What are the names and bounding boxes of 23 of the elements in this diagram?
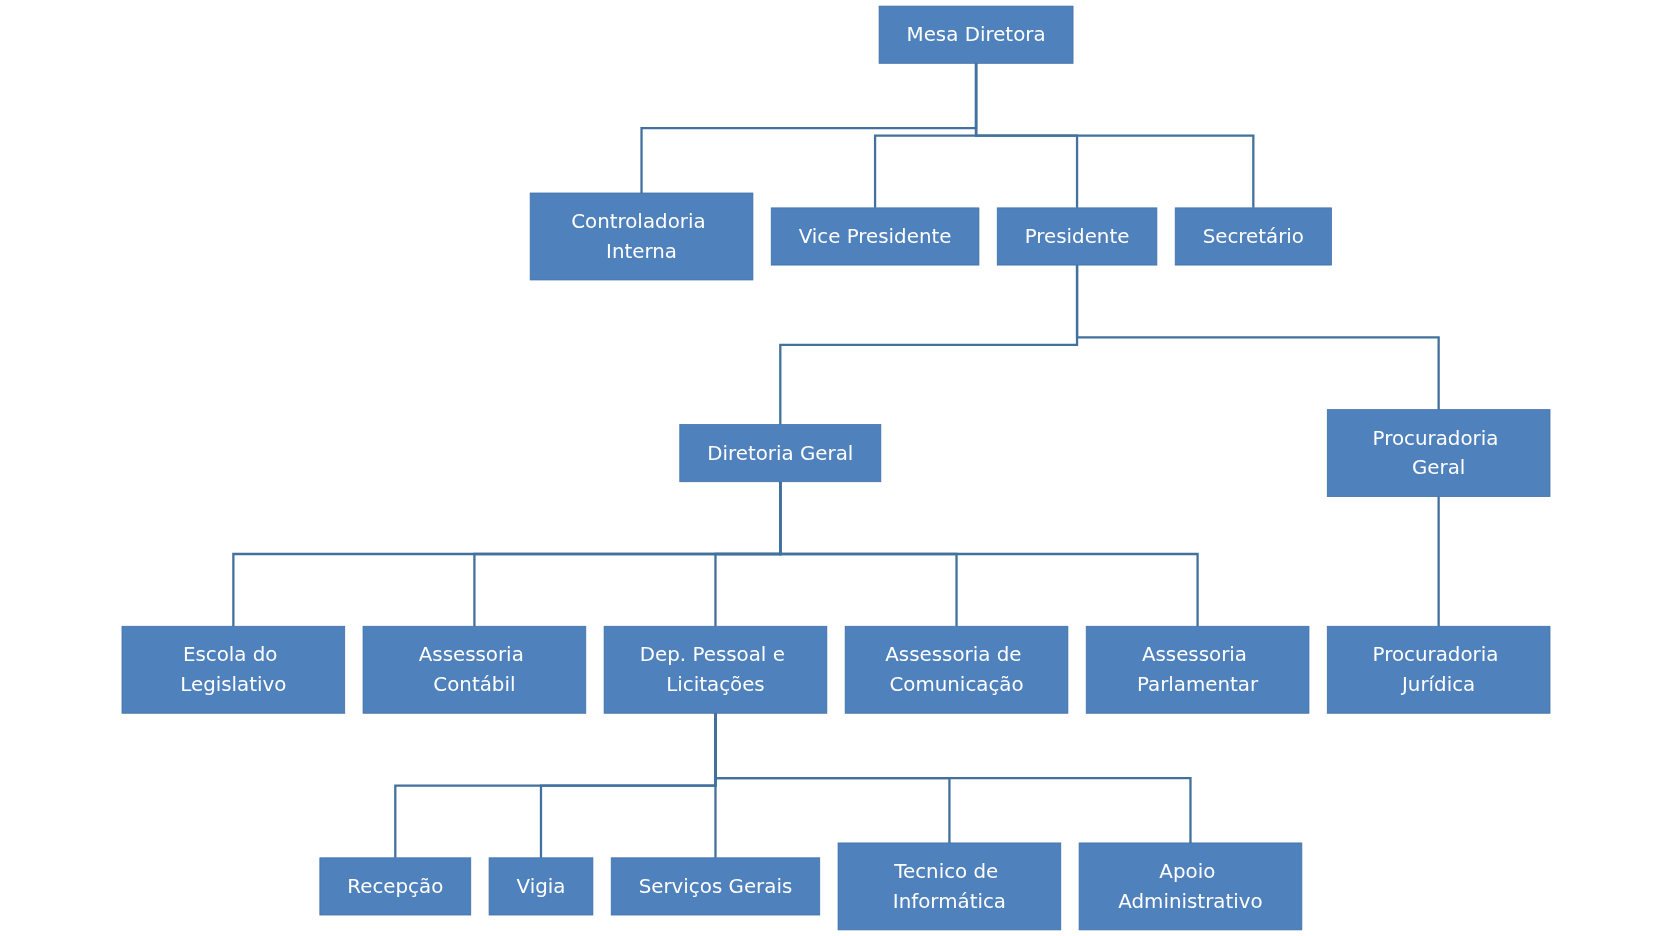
node-box: Escola do Legislativo (121, 625, 346, 714)
node-box: Procuradoria Geral (1326, 409, 1551, 497)
node-box: Dep. Pessoal e Licitações (603, 625, 828, 714)
node-box: Controladoria Interna (529, 192, 754, 281)
connector (779, 481, 1199, 627)
node-box: Serviços Gerais (610, 857, 821, 916)
node-box: Recepção (319, 857, 472, 916)
node-box: Assessoria Contábil (362, 625, 587, 714)
connector (714, 713, 1192, 843)
connector (974, 63, 1255, 208)
node-box: Mesa Diretora (878, 5, 1074, 64)
node-box: Presidente (996, 207, 1158, 266)
node-box: Vigia (488, 857, 594, 916)
node-box: Assessoria de Comunicação (844, 625, 1069, 714)
connector (1075, 265, 1440, 410)
connector (1437, 496, 1440, 627)
node-box: Vice Presidente (770, 207, 980, 266)
node-box: Tecnico de Informática (837, 842, 1062, 931)
node-box: Apoio Administrativo (1078, 842, 1303, 931)
node-box: Assessoria Parlamentar (1085, 625, 1310, 714)
node-box: Secretário (1174, 207, 1332, 266)
node-box: Procuradoria Jurídica (1326, 625, 1551, 714)
node-box: Diretoria Geral (679, 424, 882, 483)
